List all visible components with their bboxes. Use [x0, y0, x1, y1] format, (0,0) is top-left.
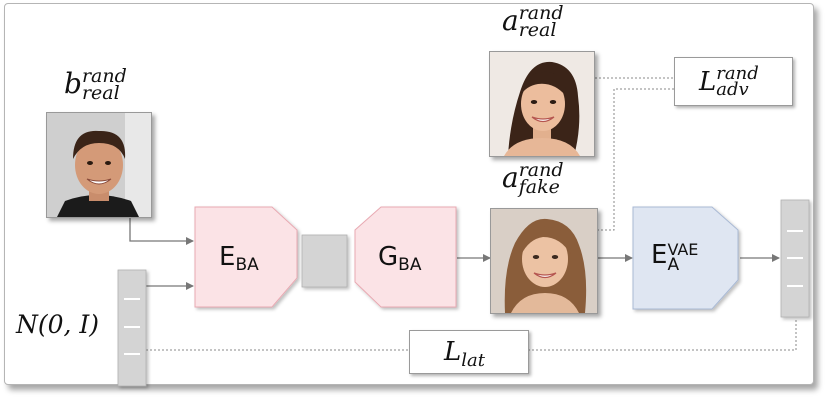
dotted-afake-to-ladv: [597, 88, 674, 231]
face-photo-b-real: [46, 112, 152, 218]
encoder-ba-shape: [194, 206, 298, 308]
dotted-llat-to-vector: [528, 318, 797, 351]
label-noise: N(0, I): [16, 310, 100, 339]
loss-lat-box: Llat: [409, 330, 529, 374]
output-vector: [780, 199, 810, 318]
latent-block: [301, 234, 348, 288]
encoder-vae-shape: [632, 206, 739, 310]
generator-ba-label: GBA: [378, 242, 422, 275]
face-photo-a-fake: [490, 208, 598, 314]
generator-ba-shape: [354, 206, 457, 308]
arrow-breal-to-encoder: [129, 218, 194, 245]
face-photo-a-real: [489, 51, 595, 157]
noise-vector: [117, 269, 147, 387]
encoder-ba-label: EBA: [219, 242, 259, 275]
